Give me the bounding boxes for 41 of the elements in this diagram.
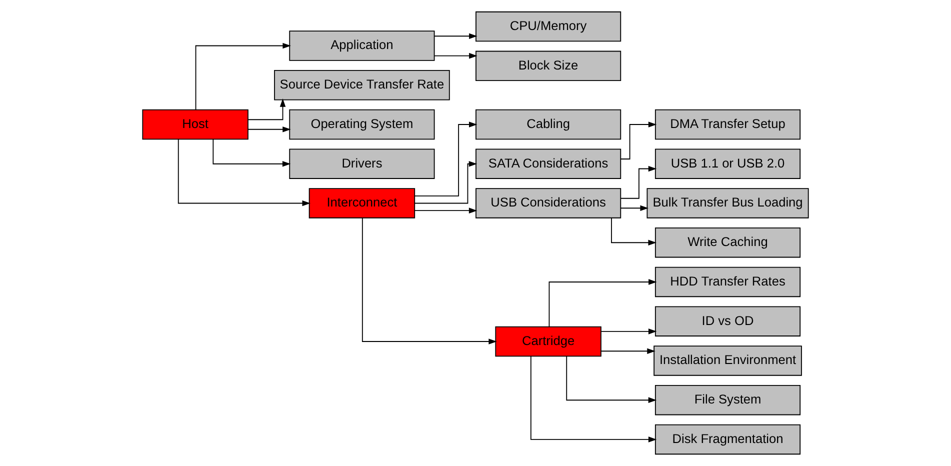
arrow xyxy=(566,356,657,403)
arrow xyxy=(434,52,478,59)
node-box: USB 1.1 or USB 2.0 xyxy=(654,148,801,179)
node-box: Drivers xyxy=(289,148,435,179)
arrow xyxy=(414,160,478,204)
arrow xyxy=(620,205,648,211)
node-box: Operating System xyxy=(289,109,435,140)
node-box: CPU/Memory xyxy=(476,11,622,42)
arrow xyxy=(178,138,310,206)
node-box: Block Size xyxy=(476,50,622,81)
arrow xyxy=(530,356,657,442)
arrow xyxy=(414,122,478,196)
arrow xyxy=(600,328,657,334)
node-box: Interconnect xyxy=(308,188,416,218)
node-box: Cartridge xyxy=(495,326,602,357)
node-box: Write Caching xyxy=(654,228,801,258)
node-box: Disk Fragmentation xyxy=(654,424,801,455)
node-box: USB Considerations xyxy=(476,188,622,218)
arrow xyxy=(611,217,656,246)
arrow xyxy=(248,126,291,132)
arrow xyxy=(362,218,497,344)
node-box: Source Device Transfer Rate xyxy=(274,70,450,100)
node-box: File System xyxy=(654,385,801,416)
node-box: ID vs OD xyxy=(654,306,801,336)
arrow xyxy=(414,208,478,214)
arrow xyxy=(620,166,657,199)
arrow xyxy=(212,138,291,167)
arrow xyxy=(248,98,286,120)
node-box: Cabling xyxy=(476,109,622,140)
arrow xyxy=(548,279,657,328)
node-box: Installation Environment xyxy=(654,346,802,376)
node-box: Application xyxy=(289,30,435,61)
node-box: HDD Transfer Rates xyxy=(654,266,801,298)
node-box: SATA Considerations xyxy=(476,148,622,179)
arrow xyxy=(434,33,478,40)
arrow xyxy=(620,122,657,160)
node-box: Bulk Transfer Bus Loading xyxy=(646,188,809,218)
node-box: Host xyxy=(142,109,248,140)
node-box: DMA Transfer Setup xyxy=(654,109,801,140)
arrow xyxy=(195,42,291,110)
arrow xyxy=(600,348,656,354)
